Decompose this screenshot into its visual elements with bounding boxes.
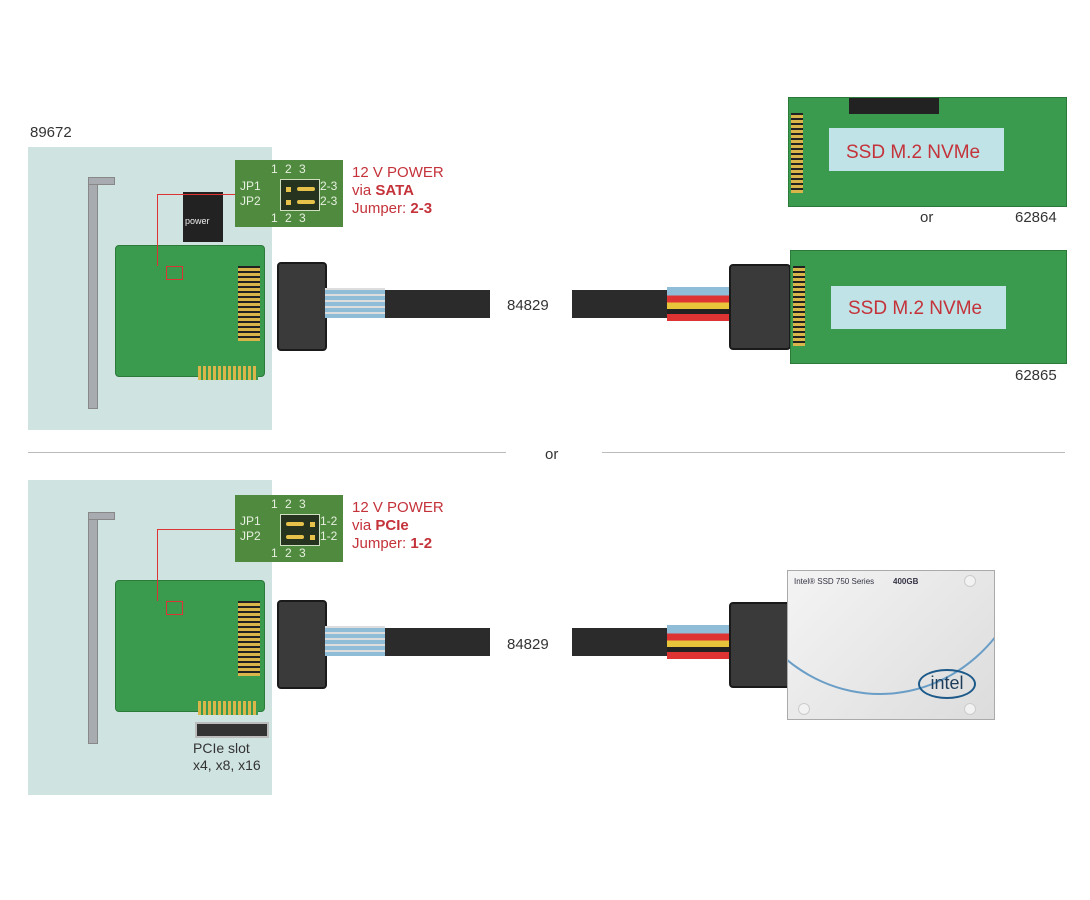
sata-connector — [849, 98, 939, 114]
pin-number: 2 — [285, 546, 292, 560]
sata-power-cable: power — [183, 192, 223, 242]
pcie-edge-connector — [198, 366, 258, 380]
jumper-label: Jumper: — [352, 200, 407, 217]
pcie-slot-icon — [195, 722, 269, 738]
slot-sizes: x4, x8, x16 — [193, 757, 261, 773]
m2-slot-area — [829, 128, 1004, 171]
jumper-setting: 1-2 — [320, 514, 338, 528]
power-title: 12 V POWER — [352, 164, 444, 181]
jumper-diagram-pcie: 1 2 3 JP1 JP2 1-2 1-2 1 2 3 — [235, 495, 343, 562]
jumper-setting: 2-3 — [320, 194, 338, 208]
jumper-row-label: JP2 — [240, 194, 261, 208]
cable-connector-sff8643 — [277, 600, 327, 689]
pin-number: 1 — [271, 211, 278, 225]
power-source: PCIe — [375, 517, 409, 534]
mounting-bracket — [88, 512, 98, 744]
power-note-sata: 12 V POWER via SATA Jumper: 2-3 — [352, 164, 444, 218]
adapter-label: SSD M.2 NVMe — [846, 142, 981, 163]
adapter-board-62865: SSD M.2 NVMe — [790, 250, 1067, 364]
cable-wires — [667, 625, 729, 659]
pin-number: 2 — [285, 497, 292, 511]
via-text: via — [352, 517, 372, 534]
via-text: via — [352, 182, 372, 199]
pin-number: 3 — [299, 162, 306, 176]
intel-logo: intel — [918, 669, 976, 699]
pcie-card-board — [115, 245, 265, 380]
screw-hole — [964, 575, 976, 587]
u2-connector — [793, 266, 805, 346]
intel-ssd-750: Intel® SSD 750 Series 400GB intel — [787, 570, 995, 720]
jumper-pins — [280, 514, 320, 546]
u2-connector — [791, 113, 803, 193]
power-label: power — [185, 216, 210, 226]
card-product-id: 89672 — [30, 124, 72, 141]
adapter-board-62864: SSD M.2 NVMe — [788, 97, 1067, 207]
screw-hole — [964, 703, 976, 715]
cable-connector-sff8639 — [729, 602, 791, 688]
cable-wires — [667, 287, 729, 321]
callout-line — [157, 194, 235, 195]
jumper-highlight — [166, 266, 183, 280]
cable-connector-sff8643 — [277, 262, 327, 351]
cable-product-id: 84829 — [507, 636, 549, 653]
cable-connector-sff8639 — [729, 264, 791, 350]
pin-number: 3 — [299, 546, 306, 560]
bracket-tab — [88, 177, 115, 185]
cable-sleeve — [385, 628, 490, 656]
cable-product-id: 84829 — [507, 297, 549, 314]
adapter-label: SSD M.2 NVMe — [848, 298, 983, 319]
jumper-highlight — [166, 601, 183, 615]
divider-line — [28, 452, 506, 453]
cable-wires — [325, 626, 385, 656]
cable-sleeve — [572, 290, 667, 318]
pin-number: 1 — [271, 162, 278, 176]
jumper-value: 1-2 — [410, 535, 433, 552]
pcie-card-board — [115, 580, 265, 715]
ssd-model-label: Intel® SSD 750 Series — [794, 577, 875, 586]
or-divider-label: or — [545, 446, 559, 463]
pin-number: 1 — [271, 497, 278, 511]
pin-number: 3 — [299, 497, 306, 511]
bracket-tab — [88, 512, 115, 520]
ssd-arc-decoration — [788, 571, 994, 695]
card-panel-bottom: PCIe slot x4, x8, x16 — [28, 480, 272, 795]
callout-line — [157, 529, 235, 530]
callout-line — [157, 529, 158, 601]
ssd-capacity: 400GB — [893, 577, 919, 586]
mounting-bracket — [88, 177, 98, 409]
power-title: 12 V POWER — [352, 499, 444, 516]
adapter-product-id: 62865 — [1015, 367, 1057, 384]
jumper-value: 2-3 — [410, 200, 433, 217]
sff8643-port — [238, 601, 260, 676]
jumper-label: Jumper: — [352, 535, 407, 552]
cable-sleeve — [572, 628, 667, 656]
screw-hole — [798, 703, 810, 715]
slot-label: PCIe slot — [193, 740, 250, 756]
adapter-product-id: 62864 — [1015, 209, 1057, 226]
sff8643-port — [238, 266, 260, 341]
jumper-pins — [280, 179, 320, 211]
pin-number: 3 — [299, 211, 306, 225]
pin-number: 2 — [285, 211, 292, 225]
cable-sleeve — [385, 290, 490, 318]
callout-line — [157, 194, 158, 266]
jumper-setting: 1-2 — [320, 529, 338, 543]
jumper-row-label: JP1 — [240, 179, 261, 193]
power-source: SATA — [375, 182, 414, 199]
divider-line — [602, 452, 1065, 453]
m2-slot-area — [831, 286, 1006, 329]
pcie-slot-caption: PCIe slot x4, x8, x16 — [193, 740, 261, 774]
jumper-row-label: JP2 — [240, 529, 261, 543]
or-label: or — [920, 209, 934, 226]
pin-number: 2 — [285, 162, 292, 176]
jumper-row-label: JP1 — [240, 514, 261, 528]
cable-wires — [325, 288, 385, 318]
jumper-setting: 2-3 — [320, 179, 338, 193]
pcie-edge-connector — [198, 701, 258, 715]
pin-number: 1 — [271, 546, 278, 560]
power-note-pcie: 12 V POWER via PCIe Jumper: 1-2 — [352, 499, 444, 553]
jumper-diagram-sata: 1 2 3 JP1 JP2 2-3 2-3 1 2 3 — [235, 160, 343, 227]
